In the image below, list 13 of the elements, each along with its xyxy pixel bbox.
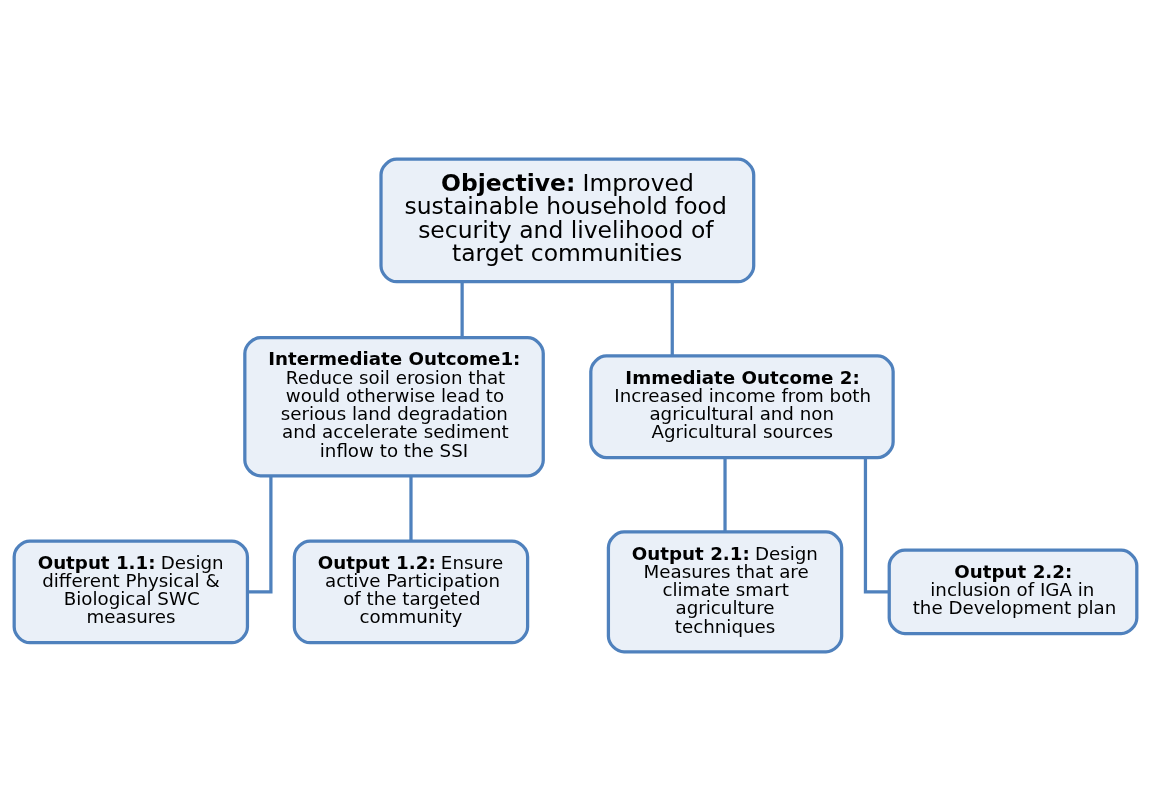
connector xyxy=(247,476,273,594)
connector xyxy=(863,457,890,594)
node-box: Immediate Outcome 2: Increased income from both agricultural and non Agricultural sources xyxy=(589,354,895,460)
connector xyxy=(670,282,674,356)
connector xyxy=(409,476,413,541)
node-box: Intermediate Outcome1: Reduce soil erosion that would otherwise lead to serious land degradation and accelerate sediment inflow to the SSI xyxy=(243,336,545,478)
node-box: Output 2.1: Design Measures that are climate smart agriculture techniques xyxy=(606,530,844,654)
node-box: Output 2.2: inclusion of IGA in the Development plan xyxy=(887,548,1139,636)
node-box: Output 1.1: Design different Physical & Biological SWC measures xyxy=(12,539,250,645)
node-box: Objective: Improved sustainable household food security and livelihood of target communities xyxy=(379,157,756,284)
connector xyxy=(460,282,464,338)
connector xyxy=(723,457,727,532)
node-box: Output 1.2: Ensure active Participation of the targeted community xyxy=(292,539,530,645)
